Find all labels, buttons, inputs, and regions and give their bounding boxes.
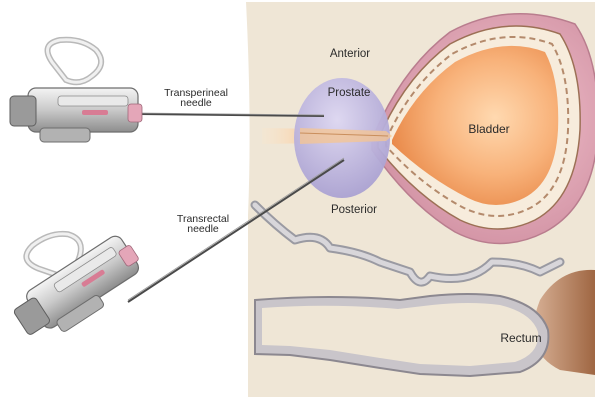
label-bladder: Bladder <box>468 122 509 136</box>
biopsy-gun-icon <box>0 201 150 350</box>
label-rectum: Rectum <box>500 331 541 345</box>
biopsy-gun-icon <box>10 40 142 142</box>
label-transrectal-needle: needle <box>187 223 219 235</box>
label-prostate: Prostate <box>328 87 371 99</box>
label-transperineal-needle: needle <box>180 97 212 109</box>
label-anterior: Anterior <box>330 48 370 60</box>
label-posterior: Posterior <box>331 204 377 216</box>
